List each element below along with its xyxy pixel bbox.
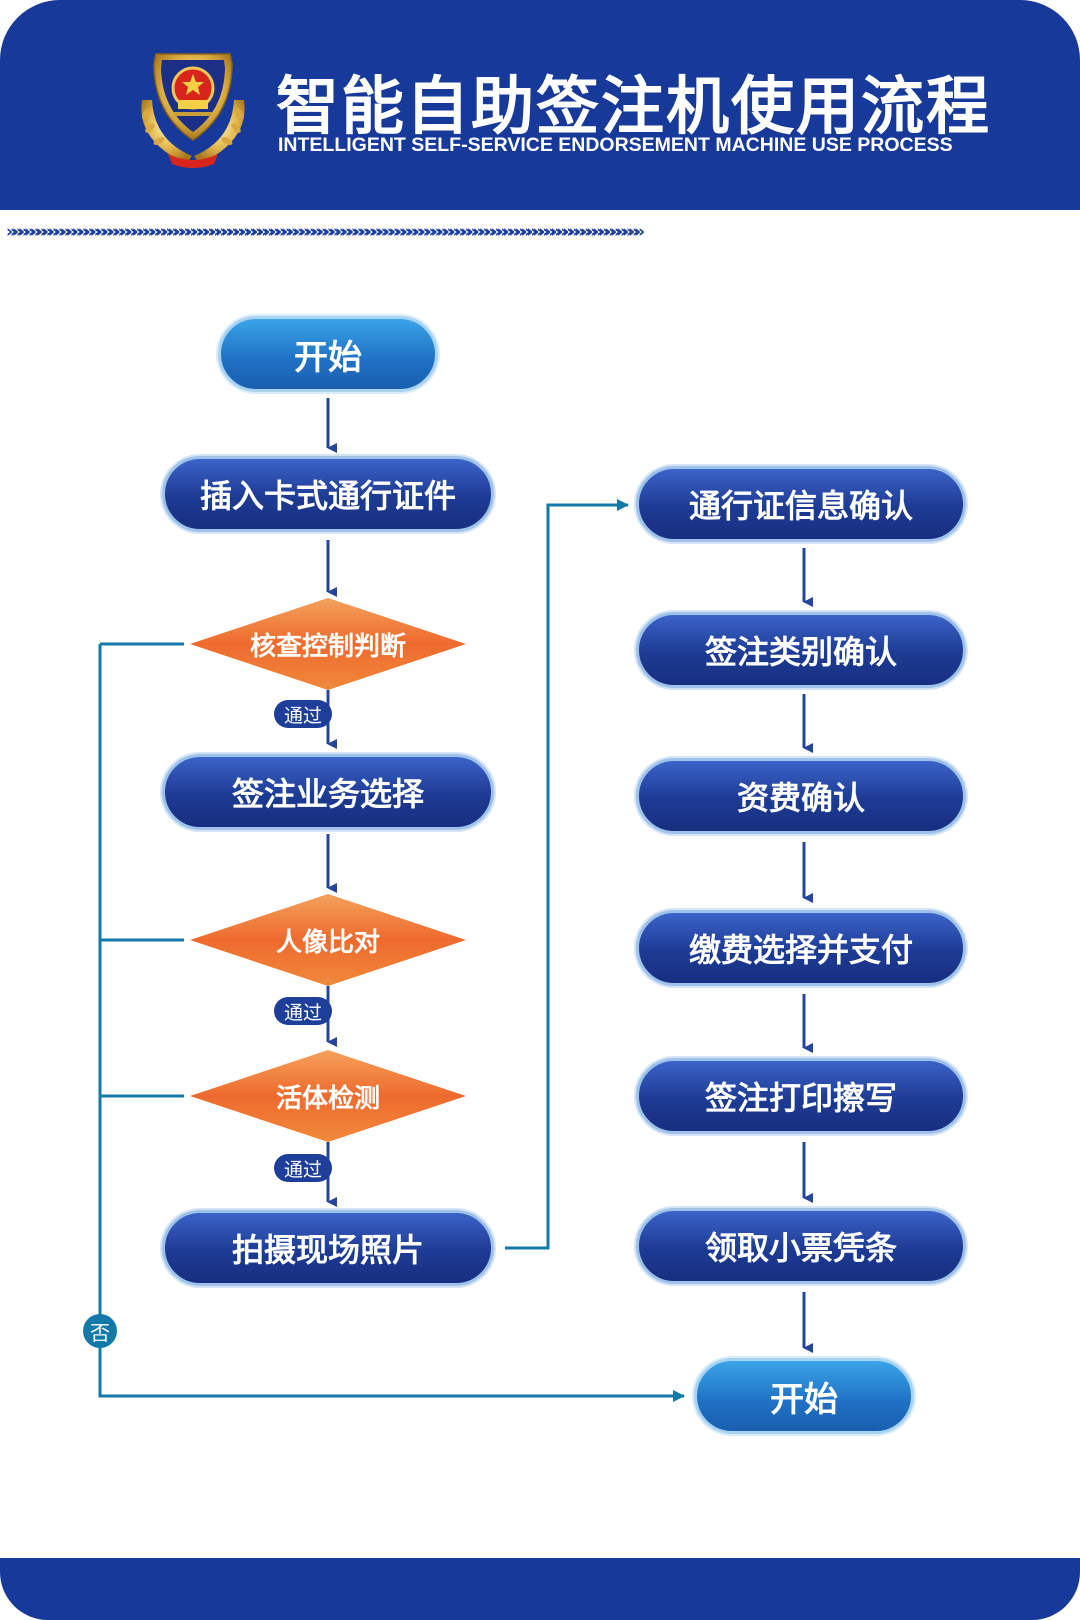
diamond-check-control xyxy=(190,598,466,690)
pass-badge-check: 通过 xyxy=(274,700,332,728)
insert-card-node: 插入卡式通行证件 xyxy=(162,456,494,532)
no-badge: 否 xyxy=(83,1314,117,1348)
pass-badge-face: 通过 xyxy=(274,997,332,1025)
no-branch-trunk xyxy=(98,644,685,1402)
liveness-label: 活体检测 xyxy=(275,1083,380,1114)
fee-confirm-node: 资费确认 xyxy=(636,758,966,834)
diamond-liveness xyxy=(190,1050,466,1142)
type-confirm-node: 签注类别确认 xyxy=(636,612,966,688)
end-node: 开始 xyxy=(694,1358,914,1434)
connector-photo-to-permit xyxy=(505,499,629,1250)
page-title: 智能自助签注机使用流程 xyxy=(276,70,991,143)
permit-confirm-node: 通行证信息确认 xyxy=(636,466,966,542)
page-subtitle: INTELLIGENT SELF-SERVICE ENDORSEMENT MAC… xyxy=(278,134,953,156)
chevron-divider: »»»»»»»»»»»»»»»»»»»»»»»»»»»»»»»»»»»»»»»»… xyxy=(6,222,645,242)
pay-select-node: 缴费选择并支付 xyxy=(636,910,966,986)
start-node: 开始 xyxy=(218,316,438,392)
footer-bar xyxy=(0,1558,1080,1620)
diamond-face-compare xyxy=(190,894,466,986)
take-photo-node: 拍摄现场照片 xyxy=(162,1210,494,1286)
business-select-node: 签注业务选择 xyxy=(162,754,494,830)
header-banner: 智能自助签注机使用流程 INTELLIGENT SELF-SERVICE END… xyxy=(0,0,1080,210)
pass-badge-liveness: 通过 xyxy=(274,1154,332,1182)
face-compare-label: 人像比对 xyxy=(275,927,380,958)
receipt-node: 领取小票凭条 xyxy=(636,1208,966,1284)
police-emblem-icon xyxy=(141,53,245,168)
print-endorse-node: 签注打印擦写 xyxy=(636,1058,966,1134)
check-control-label: 核查控制判断 xyxy=(249,631,406,662)
